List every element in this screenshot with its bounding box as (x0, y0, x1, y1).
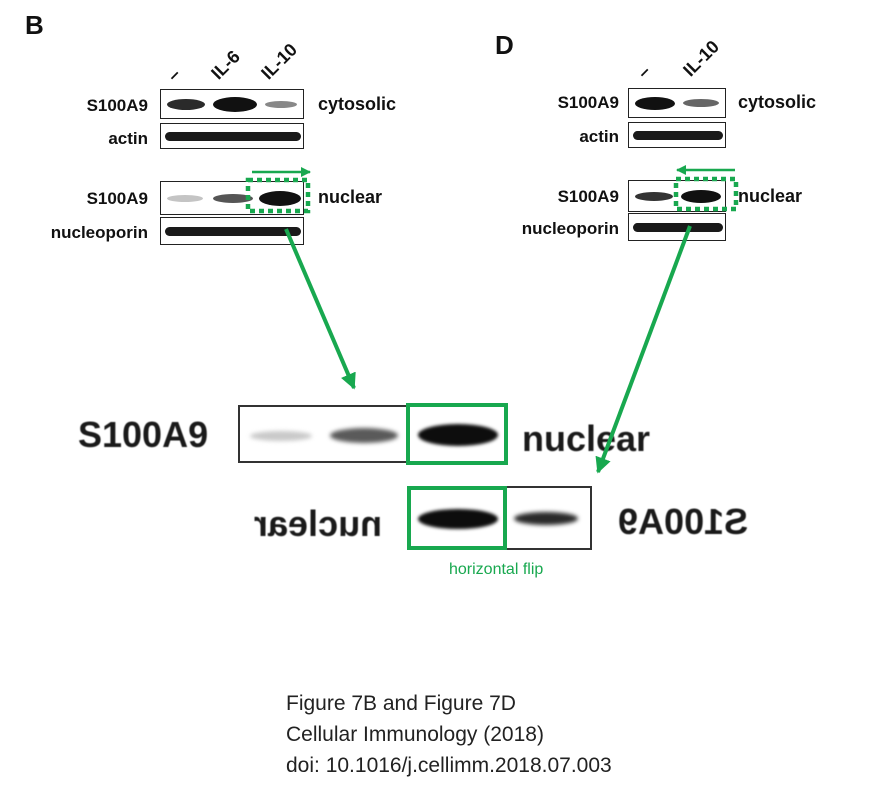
panel-d-blot-s100a9-cytosolic (628, 88, 726, 118)
panel-d-cytosolic-label: cytosolic (738, 92, 817, 112)
panel-d-blot-nucleoporin (628, 213, 726, 241)
zoom-top-nuclear-label: nuclear (522, 418, 651, 459)
zoom-top-highlight-box (406, 403, 508, 465)
band (683, 99, 719, 107)
panel-d-letter: D (495, 30, 514, 60)
panel-b-blot-s100a9-cytosolic (160, 89, 304, 119)
horizontal-flip-note: horizontal flip (449, 561, 544, 578)
band (635, 192, 673, 201)
band (165, 227, 301, 236)
caption-line-1: Figure 7B and Figure 7D (286, 692, 516, 715)
panel-d-row-nucleoporin: nucleoporin (521, 219, 619, 238)
panel-d-blot-actin (628, 122, 726, 148)
zoom-bottom-blot (408, 486, 592, 550)
panel-d-connector-arrow (595, 225, 692, 474)
panel-d-highlight-box (673, 176, 739, 212)
band (418, 424, 498, 446)
caption-line-3: doi: 10.1016/j.cellimm.2018.07.003 (286, 754, 612, 777)
panel-b-letter: B (25, 10, 44, 40)
panel-b-blot-nucleoporin (160, 217, 304, 245)
band (167, 195, 203, 202)
panel-d-nuclear-label: nuclear (738, 186, 803, 206)
panel-b-blot-actin (160, 123, 304, 149)
band (330, 428, 398, 443)
panel-b-row-s100a9-cytosolic: S100A9 (86, 96, 148, 115)
zoom-top-protein-label: S100A9 (78, 414, 209, 455)
panel-b-blot-s100a9-nuclear (160, 181, 304, 215)
panel-b-cytosolic-label: cytosolic (318, 94, 397, 114)
band (418, 509, 498, 529)
panel-b-row-s100a9-nuclear: S100A9 (86, 189, 148, 208)
band (213, 194, 253, 203)
panel-b-row-actin: actin (108, 129, 148, 148)
panel-b-row-nucleoporin: nucleoporin (50, 223, 148, 242)
band (165, 132, 301, 141)
band (250, 431, 312, 441)
band (514, 512, 578, 525)
band (167, 99, 205, 110)
panel-d-row-s100a9-cytosolic: S100A9 (557, 93, 619, 112)
band (681, 190, 721, 203)
band (633, 131, 723, 140)
panel-d-blot-s100a9-nuclear (628, 180, 726, 212)
band (633, 223, 723, 232)
panel-d-row-s100a9-nuclear: S100A9 (557, 187, 619, 206)
caption: Figure 7B and Figure 7D Cellular Immunol… (286, 688, 612, 781)
panel-d-row-actin: actin (579, 127, 619, 146)
panel-b-connector-arrow (284, 228, 356, 390)
band (259, 191, 301, 206)
panel-b-highlight-box (245, 177, 311, 214)
panel-b-nuclear-label: nuclear (318, 187, 383, 207)
band (265, 101, 297, 108)
zoom-bottom-highlight-box (407, 486, 507, 550)
band (213, 97, 257, 112)
band (635, 97, 675, 110)
caption-line-2: Cellular Immunology (2018) (286, 723, 544, 746)
